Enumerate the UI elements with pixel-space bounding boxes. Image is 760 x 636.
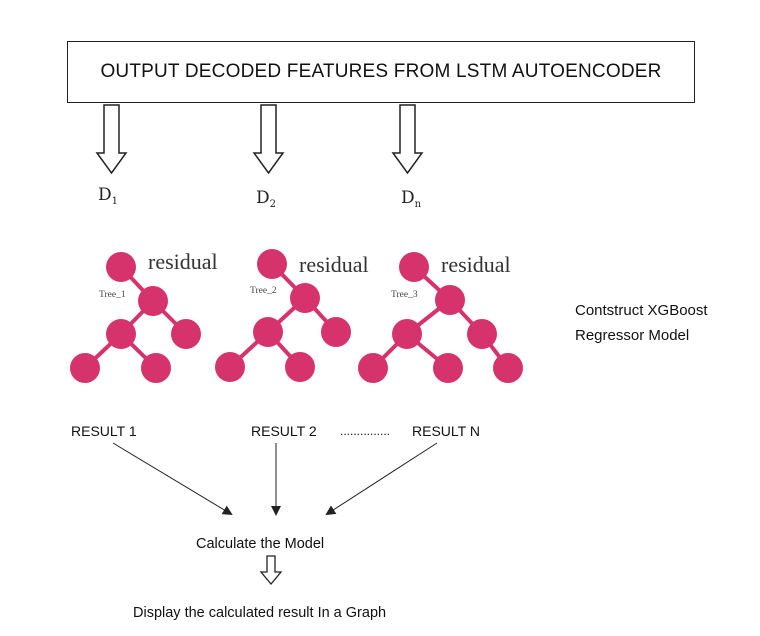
side-note-line-1: Contstruct XGBoost — [575, 302, 708, 319]
calculate-model-label: Calculate the Model — [196, 536, 325, 552]
tree-1-node — [70, 353, 100, 383]
side-note: Contstruct XGBoost Regressor Model — [575, 298, 708, 348]
tree-2-node — [321, 317, 351, 347]
tree-3-node — [493, 353, 523, 383]
d-label-1-sub: 1 — [111, 196, 119, 207]
hollow-arrow-3 — [391, 104, 424, 175]
tree-3-node-root — [399, 252, 429, 282]
tree-1-node — [138, 286, 168, 316]
arrow-result-1 — [112, 442, 233, 516]
d-label-2: D2 — [256, 188, 276, 210]
result-ellipsis: ............... — [340, 424, 391, 438]
tree-2 — [215, 249, 351, 382]
residual-label-3: residual — [441, 252, 511, 277]
tree-3 — [358, 252, 523, 383]
tree-3-node — [435, 285, 465, 315]
residual-label-1: residual — [148, 249, 218, 274]
tree-label-1: Tree_1 — [99, 290, 126, 300]
tree-1 — [70, 252, 201, 383]
side-note-line-2: Regressor Model — [575, 327, 690, 344]
tree-3-node — [358, 353, 388, 383]
d-label-n-main: D — [401, 188, 415, 208]
tree-1-node — [171, 319, 201, 349]
display-result-label: Display the calculated result In a Graph — [133, 605, 387, 621]
arrow-result-n — [325, 442, 438, 516]
header-title: OUTPUT DECODED FEATURES FROM LSTM AUTOEN… — [100, 61, 662, 82]
d-label-2-main: D — [256, 188, 270, 208]
tree-1-node-root — [106, 252, 136, 282]
tree-1-node — [106, 319, 136, 349]
tree-label-2: Tree_2 — [250, 286, 277, 296]
tree-2-node — [215, 352, 245, 382]
d-label-2-sub: 2 — [269, 199, 277, 210]
tree-3-node — [467, 319, 497, 349]
hollow-arrow-display — [259, 555, 283, 586]
result-n: RESULT N — [412, 423, 480, 439]
tree-1-node — [141, 353, 171, 383]
header-box: OUTPUT DECODED FEATURES FROM LSTM AUTOEN… — [67, 41, 695, 103]
residual-label-2: residual — [299, 252, 369, 277]
tree-2-node — [253, 317, 283, 347]
d-label-n: Dn — [401, 188, 421, 210]
hollow-arrow-1 — [95, 104, 128, 175]
tree-2-node — [285, 352, 315, 382]
d-label-1-main: D — [98, 185, 112, 205]
tree-2-node-root — [257, 249, 287, 279]
hollow-arrow-2 — [252, 104, 285, 175]
d-label-n-sub: n — [414, 199, 422, 210]
d-label-1: D1 — [98, 185, 118, 207]
tree-2-node — [290, 283, 320, 313]
tree-label-3: Tree_3 — [391, 290, 418, 300]
tree-3-node — [392, 319, 422, 349]
result-2: RESULT 2 — [251, 423, 317, 439]
result-1: RESULT 1 — [71, 423, 137, 439]
tree-3-node — [433, 353, 463, 383]
